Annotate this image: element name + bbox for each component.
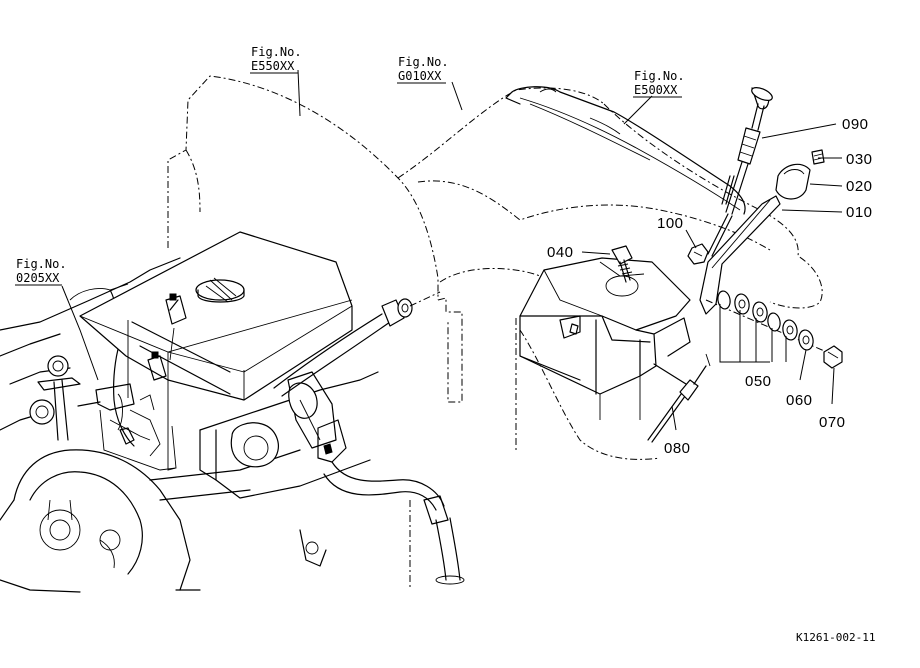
figure-reference-e500: Fig.No. E500XX [633, 69, 685, 98]
upper-shroud [505, 86, 746, 215]
fig-ref-line2: E550XX [251, 59, 295, 73]
injection-pump-area [199, 291, 465, 590]
callout-100: 100 [657, 215, 684, 232]
washer-stack [705, 290, 843, 369]
mounting-bracket [519, 257, 691, 420]
callout-030: 030 [846, 151, 873, 168]
fig-ref-line1: Fig.No. [251, 45, 302, 59]
fig-ref-line2: 0205XX [16, 271, 60, 285]
leader-lines [61, 69, 843, 431]
callout-010: 010 [846, 204, 873, 221]
fig-ref-line1: Fig.No. [634, 69, 685, 83]
fig-ref-line2: G010XX [398, 69, 442, 83]
callout-020: 020 [846, 178, 873, 195]
callout-080: 080 [664, 440, 691, 457]
callout-060: 060 [786, 392, 813, 409]
callout-040: 040 [547, 244, 574, 261]
figure-reference-g010: Fig.No. G010XX [397, 55, 449, 84]
stop-lever-assembly [611, 87, 825, 315]
hood-outline [167, 75, 823, 460]
fig-ref-line1: Fig.No. [398, 55, 449, 69]
callout-050: 050 [745, 373, 772, 390]
fig-ref-line1: Fig.No. [16, 257, 67, 271]
stop-cable [647, 353, 711, 443]
drawing-code: K1261-002-11 [796, 631, 875, 644]
callout-070: 070 [819, 414, 846, 431]
figure-reference-0205: Fig.No. 0205XX [15, 257, 67, 286]
fuel-tank [79, 231, 353, 471]
figure-reference-e550: Fig.No. E550XX [250, 45, 302, 74]
fig-ref-line2: E500XX [634, 83, 678, 97]
callout-090: 090 [842, 116, 869, 133]
